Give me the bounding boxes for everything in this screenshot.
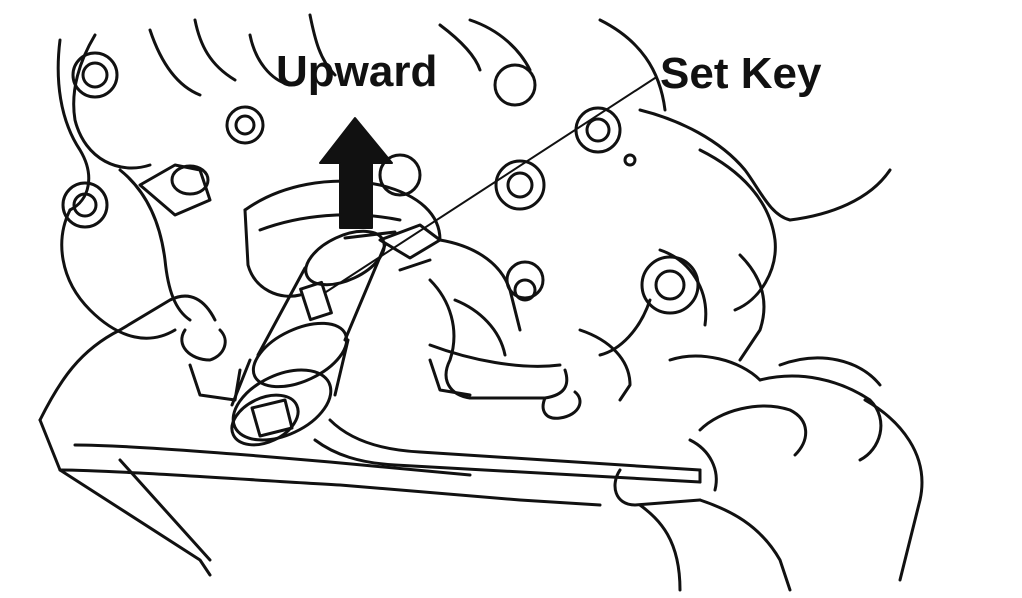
hand — [613, 354, 924, 592]
valve-body — [243, 179, 632, 420]
set-key — [299, 280, 333, 322]
upward-arrow — [319, 117, 393, 229]
set-key-leader-line — [325, 77, 656, 293]
transmission-case — [38, 13, 892, 577]
socket-tool — [230, 229, 387, 447]
upward-label: Upward — [276, 47, 438, 96]
case-bolt-holes — [61, 51, 700, 315]
detent-lever — [343, 223, 442, 272]
wrench — [313, 418, 702, 484]
set-key-label: Set Key — [660, 49, 822, 98]
left-shaft — [138, 163, 242, 402]
